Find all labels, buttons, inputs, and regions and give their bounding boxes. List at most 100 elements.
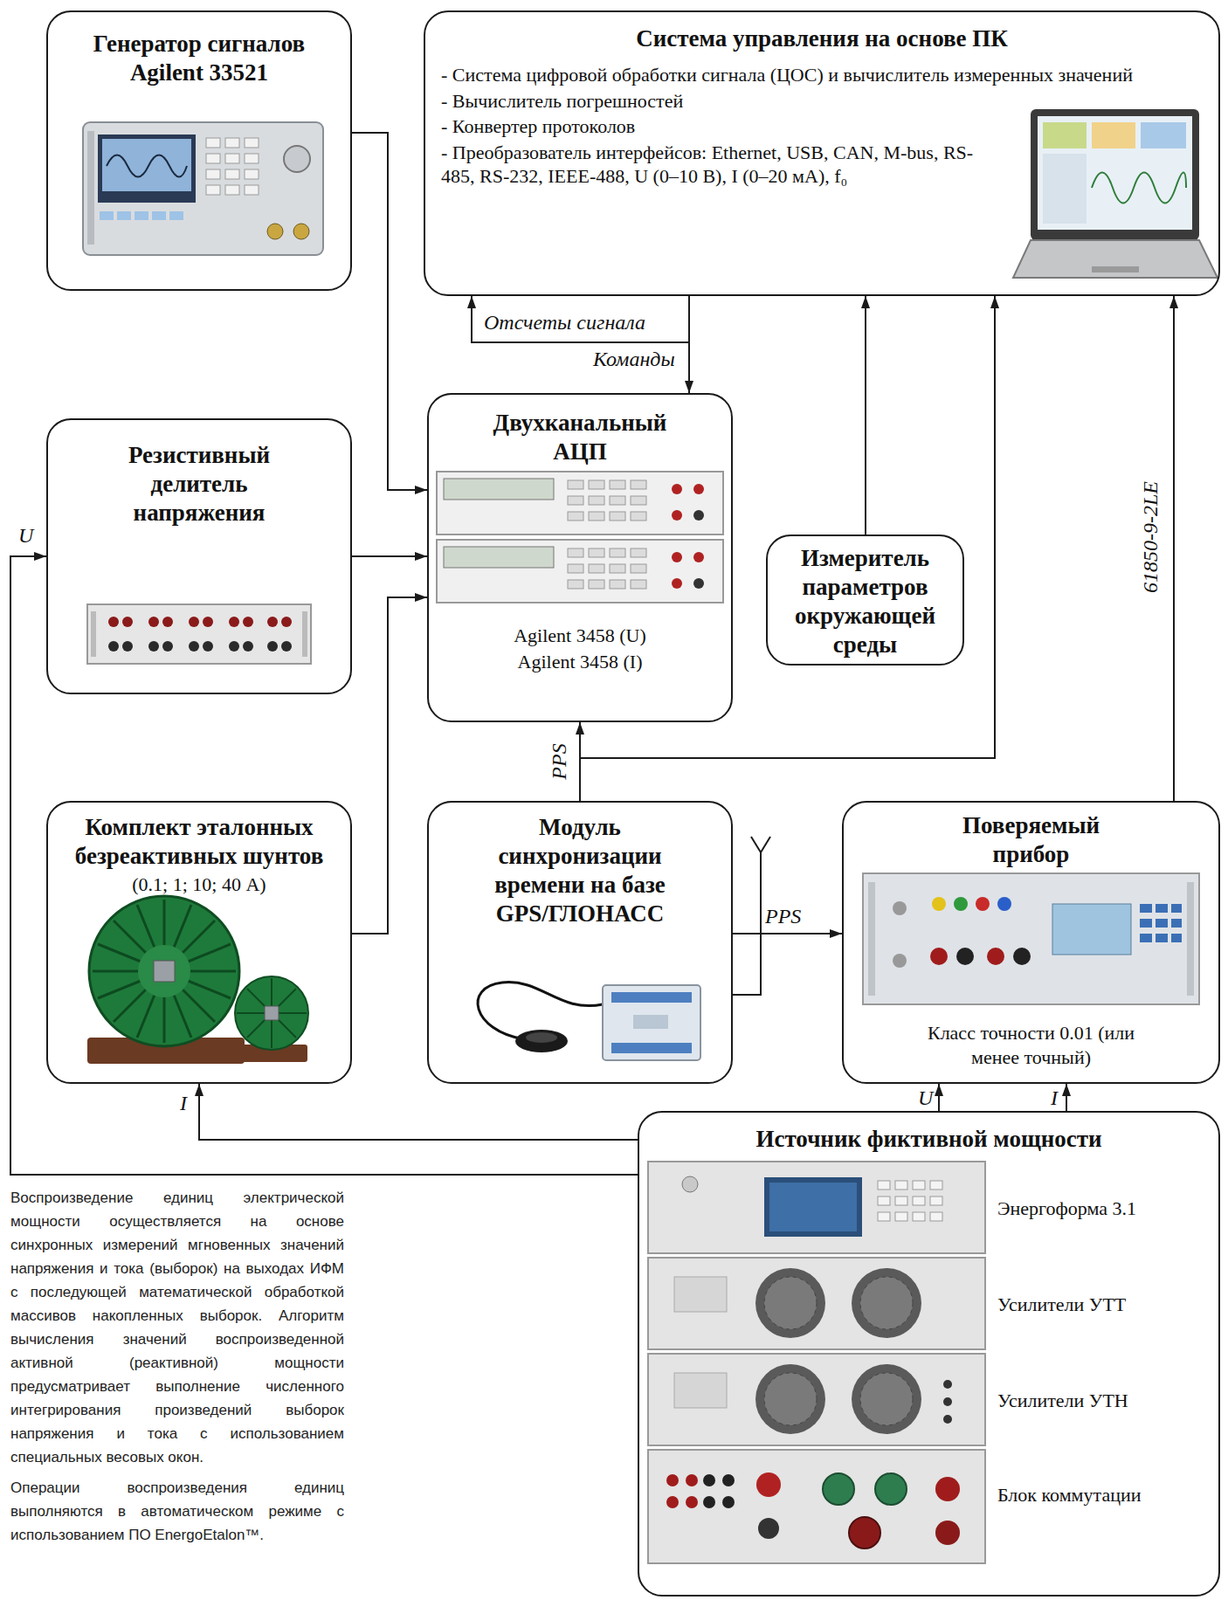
arrowhead-marker-part	[930, 1180, 943, 1190]
arrowhead-marker-part	[877, 1196, 890, 1206]
arrowhead-marker-part	[588, 496, 605, 505]
arrowhead-marker-part	[244, 137, 259, 148]
arrowhead-marker-part	[225, 153, 240, 164]
gps-module-picture-part	[602, 985, 701, 1061]
power-source-rack-picture-part	[943, 1379, 953, 1389]
arrowhead-marker-part	[630, 579, 647, 589]
arrowhead-marker-part	[1155, 933, 1168, 943]
arrowhead-marker-part	[206, 169, 221, 180]
signal-generator-picture-part	[106, 155, 187, 178]
arrowhead-marker-part	[609, 511, 626, 521]
signal-generator-picture-part	[97, 134, 196, 203]
multimeter-picture-part	[693, 551, 704, 563]
arrowhead-marker	[92, 899, 236, 1043]
arrowhead-marker-part	[242, 641, 254, 652]
laptop-picture	[1013, 109, 1218, 278]
power-source-rack-picture-part	[769, 1182, 857, 1232]
laptop-picture-part	[1030, 109, 1200, 241]
signal-generator-picture-part	[99, 211, 114, 221]
arrowhead-marker-part	[202, 616, 214, 628]
arrowhead-marker	[206, 137, 259, 195]
process-box: Генератор сигналов Agilent 33521	[46, 10, 352, 291]
arrowhead-marker-part	[722, 1474, 735, 1487]
arrowhead-marker-part	[1171, 918, 1182, 928]
arrowhead-marker	[877, 1180, 943, 1222]
box-heading: Измеритель параметров окружающей среды	[777, 544, 953, 660]
signal-generator-picture-part	[82, 122, 324, 256]
shunt-picture-part	[137, 945, 191, 998]
arrowhead-marker-part	[567, 511, 584, 521]
box-text: - Конвертер протоколов	[441, 114, 1001, 139]
arrowhead-marker-part	[267, 616, 278, 628]
signal-generator-picture-part	[117, 211, 132, 221]
arrowhead-marker-part	[609, 564, 626, 573]
power-source-rack-picture-part	[755, 1268, 826, 1339]
device-under-test-picture-part	[1052, 903, 1132, 955]
process-box: Комплект эталонных безреактивных шунтов(…	[46, 800, 352, 1084]
arrowhead-marker-part	[267, 641, 278, 652]
arrowhead-marker-part	[588, 564, 605, 573]
multimeter-picture-part	[443, 546, 554, 568]
arrowhead-marker-part	[122, 616, 133, 628]
arrowhead-marker	[567, 480, 647, 521]
box-heading: Комплект эталонных безреактивных шунтов	[56, 813, 342, 871]
arrowhead-marker	[567, 548, 647, 589]
process-box: Система управления на основе ПК- Система…	[423, 10, 1221, 297]
box-text: Agilent 3458 (U)	[437, 623, 723, 649]
antenna-symbol-part	[732, 852, 761, 995]
process-box: Резистивный делитель напряжения	[46, 418, 352, 695]
arrowhead-marker-part	[609, 548, 626, 558]
arrowhead-marker-part	[113, 920, 215, 1022]
arrowhead-marker-part	[609, 579, 626, 589]
gps-module-picture-part	[633, 1014, 669, 1029]
arrowhead-marker-part	[281, 616, 292, 628]
gps-module-picture-part	[525, 1032, 558, 1043]
edge-label: Команды	[591, 347, 677, 373]
arrowhead-marker-part	[567, 496, 584, 505]
box-text: (0.1; 1; 10; 40 А)	[56, 872, 342, 897]
arrowhead-marker-part	[1139, 918, 1153, 928]
signal-generator-picture-part	[169, 211, 184, 221]
process-box: Поверяемый приборКласс точности 0.01 (ил…	[841, 800, 1221, 1084]
arrowhead-marker-part	[722, 1496, 735, 1509]
power-source-rack-picture-part	[822, 1473, 855, 1505]
multimeter-picture-part	[443, 478, 554, 500]
power-source-rack-picture-part	[648, 1449, 986, 1564]
signal-connector	[1172, 296, 1175, 801]
arrowhead-marker-part	[609, 496, 626, 505]
note-paragraph: Операции воспроизведения единиц выполняю…	[10, 1476, 345, 1547]
voltage-divider-picture-part	[302, 611, 308, 657]
process-box: Измеритель параметров окружающей среды	[765, 534, 965, 666]
edge-label: PPS	[547, 741, 573, 781]
arrowhead-marker-part	[609, 480, 626, 490]
shunt-picture-part	[234, 976, 309, 1050]
process-box: Двухканальный АЦПAgilent 3458 (U)Agilent…	[427, 393, 733, 723]
power-source-rack-picture-part	[682, 1176, 698, 1193]
signal-generator-picture-part	[151, 211, 166, 221]
power-source-rack-picture-part	[674, 1372, 727, 1408]
power-source-rack-picture-part	[943, 1397, 953, 1407]
edge-label: Отсчеты сигнала	[482, 310, 648, 336]
arrowhead-marker-part	[703, 1496, 716, 1509]
box-text: - Система цифровой обработки сигнала (ЦО…	[441, 62, 1158, 88]
arrowhead-marker-part	[108, 616, 119, 628]
arrowhead-marker-part	[244, 153, 259, 164]
signal-generator-picture-part	[267, 223, 283, 240]
arrowhead-marker-part	[247, 988, 297, 1038]
box-text: - Преобразователь интерфейсов: Ethernet,…	[441, 140, 1001, 189]
shunt-picture	[87, 896, 309, 1064]
shunt-picture-part	[264, 1006, 279, 1021]
multimeter-picture-part	[671, 551, 683, 563]
antenna-symbol-part	[760, 836, 771, 853]
device-under-test-picture-part	[868, 882, 876, 996]
signal-connector	[938, 1083, 940, 1111]
arrowhead-marker-part	[703, 1474, 716, 1487]
signal-connector	[351, 597, 428, 934]
box-heading: Резистивный делитель напряжения	[103, 441, 296, 528]
device-under-test-picture-part	[930, 947, 948, 966]
process-box: Источник фиктивной мощностиЭнергоформа 3…	[637, 1110, 1221, 1597]
device-under-test-picture-part	[931, 896, 946, 911]
device-under-test-picture-part	[1186, 882, 1194, 996]
power-source-rack-picture-part	[935, 1520, 960, 1546]
